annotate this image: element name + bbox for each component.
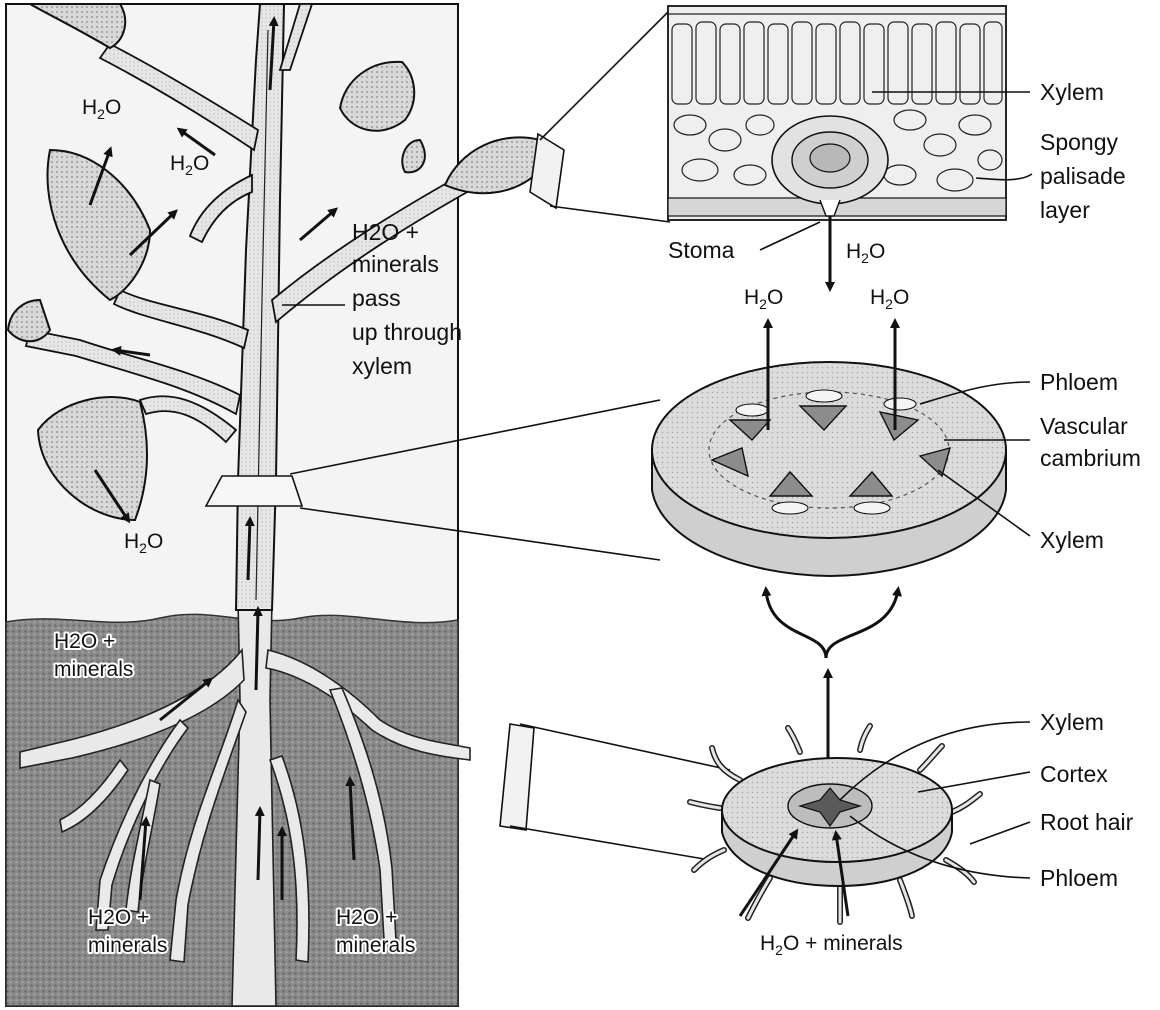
root-xylem-label: Xylem [1040,709,1104,735]
root-section-marker [500,724,534,830]
root-bottom-label: H2O + minerals [760,932,903,958]
stem-section-marker [206,476,302,506]
vascular-label-2: cambrium [1040,445,1141,471]
leaf-cross-section: Xylem Spongy palisade layer Stoma H2O [668,6,1126,288]
stem-disc-top [652,362,1006,538]
root-cortex-label: Cortex [1040,761,1108,787]
svg-text:minerals: minerals [352,251,439,277]
stem-xylem-label: Xylem [1040,527,1104,553]
svg-text:H2O +: H2O + [88,906,149,929]
vascular-label-1: Vascular [1040,413,1128,439]
svg-text:H2O +: H2O + [336,906,397,929]
stem-phloem-label: Phloem [1040,369,1118,395]
svg-text:minerals: minerals [88,934,167,957]
stem-h2o-right: H2O [870,286,909,312]
stoma-h2o-label: H2O [846,240,885,266]
svg-text:pass: pass [352,285,401,311]
svg-text:minerals: minerals [336,934,415,957]
spongy-label-3: layer [1040,197,1090,223]
root-phloem-label: Phloem [1040,865,1118,891]
svg-text:xylem: xylem [352,353,412,379]
stem-h2o-left: H2O [744,286,783,312]
leaf-vein-xylem [772,116,888,204]
leaf-right-branch [445,137,545,193]
root-cross-section: Xylem Cortex Root hair Phloem H2O + mine… [690,709,1134,958]
spongy-label-1: Spongy [1040,129,1119,155]
stoma-label: Stoma [668,237,735,263]
svg-text:minerals: minerals [54,658,133,681]
spongy-label-2: palisade [1040,163,1126,189]
leaf-xylem-label: Xylem [1040,79,1104,105]
svg-text:H2O +: H2O + [352,219,419,245]
svg-text:up through: up through [352,319,462,345]
plant-panel: H2O H2O H2O H2O + minerals pass up throu… [6,4,564,1006]
root-hair-label: Root hair [1040,809,1134,835]
svg-text:H2O +: H2O + [54,630,115,653]
